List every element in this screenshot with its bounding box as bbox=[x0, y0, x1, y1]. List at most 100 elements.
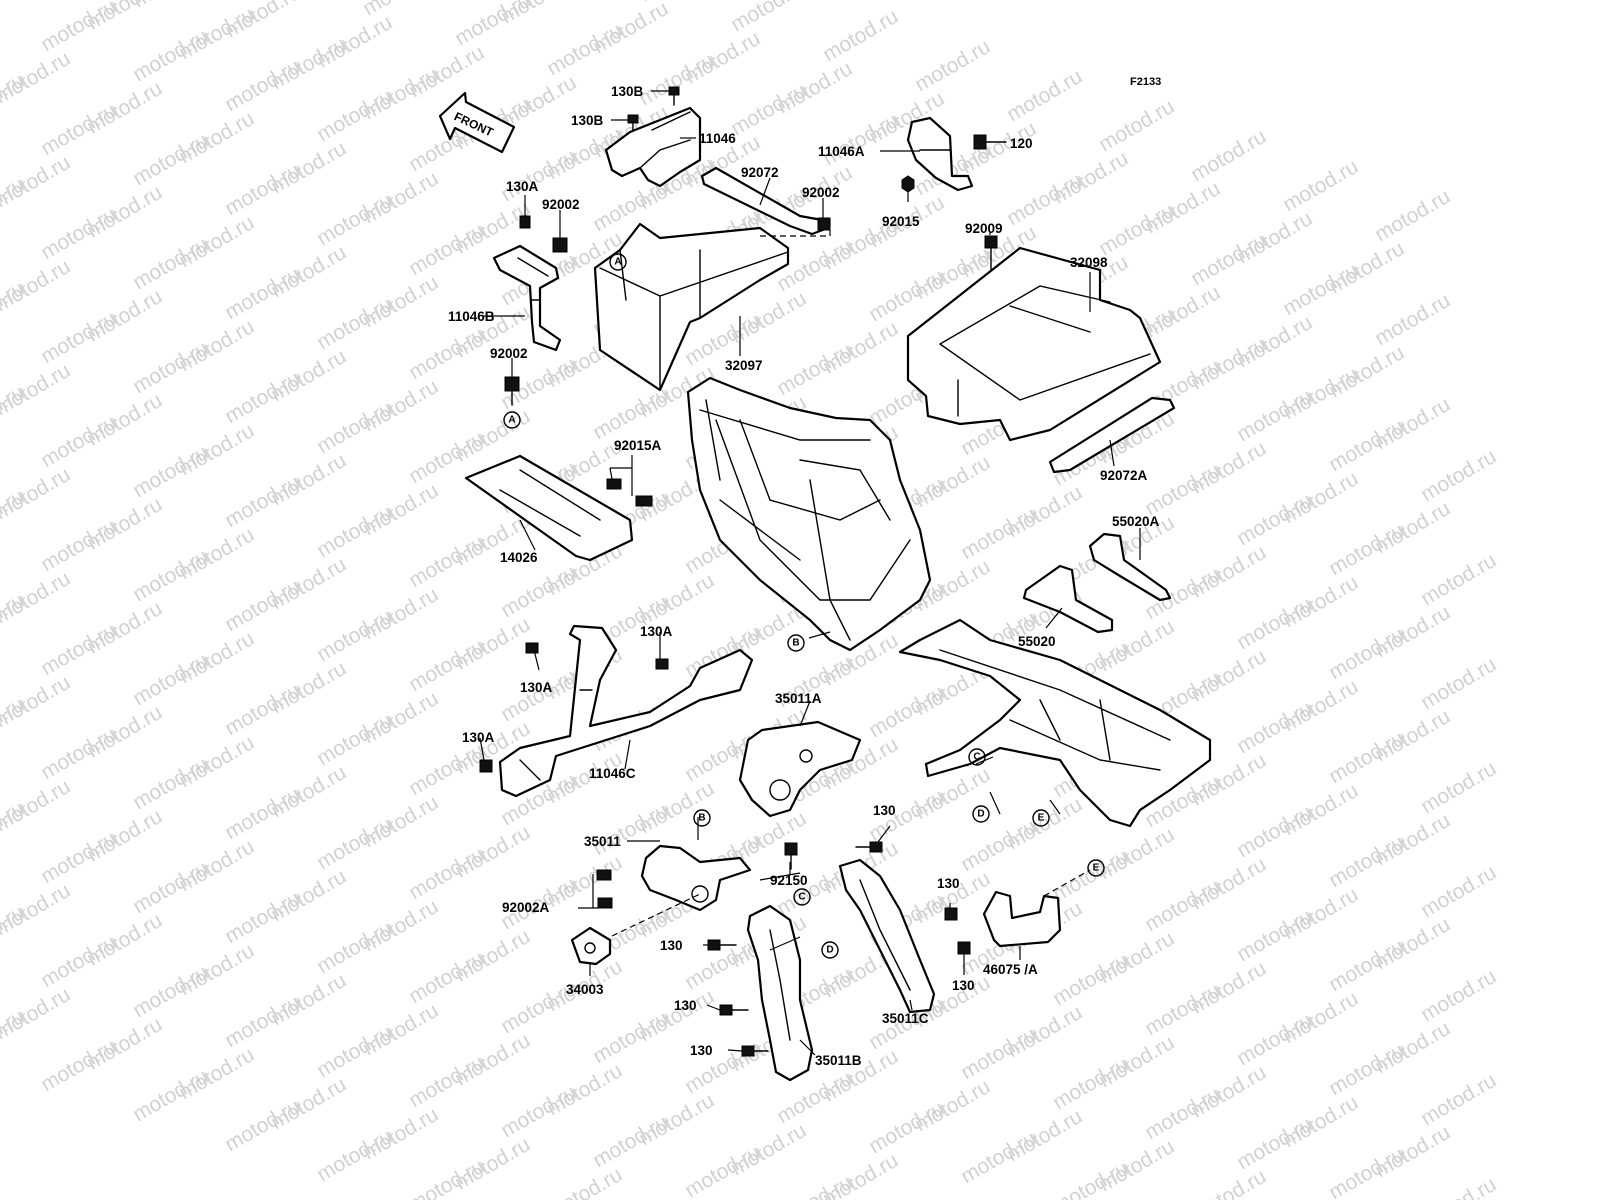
part-label: 34003 bbox=[566, 982, 604, 997]
part-label: 130 bbox=[674, 998, 697, 1013]
part-label: 130 bbox=[690, 1043, 713, 1058]
watermark-text: motod.ru bbox=[0, 0, 74, 4]
ref-circle-a: A bbox=[503, 411, 521, 429]
part-label: 130A bbox=[520, 680, 553, 695]
watermark-text: motod.ru bbox=[1417, 1173, 1500, 1200]
part-label: 55020A bbox=[1112, 514, 1160, 529]
part-label: 120 bbox=[1010, 136, 1033, 151]
part-label: 130A bbox=[640, 624, 673, 639]
watermark-text: motod.ru bbox=[773, 1171, 856, 1200]
bolt-icon bbox=[973, 134, 1007, 150]
watermark-text: motod.ru bbox=[1371, 185, 1454, 246]
part-label: 92150 bbox=[770, 873, 808, 888]
bolt-icon bbox=[627, 114, 639, 134]
part-label: 92002A bbox=[502, 900, 550, 915]
damper-icon bbox=[635, 495, 653, 507]
bolt-icon bbox=[596, 869, 612, 881]
handle-46075A-icon bbox=[982, 890, 1062, 948]
watermark-text: motod.ru bbox=[543, 1163, 626, 1200]
ref-circle-b: B bbox=[787, 634, 805, 652]
part-label: 35011A bbox=[775, 691, 822, 706]
ref-circle-d: D bbox=[821, 941, 839, 959]
part-label: 130 bbox=[660, 938, 683, 953]
watermark-text: motod.ru bbox=[405, 1155, 488, 1200]
part-label: 92002 bbox=[490, 346, 528, 361]
bracket-11046A-icon bbox=[906, 116, 974, 192]
svg-text:B: B bbox=[698, 813, 705, 824]
holder-35011B-icon bbox=[746, 904, 814, 1082]
part-label: 130 bbox=[873, 803, 896, 818]
part-label: 55020 bbox=[1018, 634, 1056, 649]
bracket-55020-icon bbox=[1022, 564, 1114, 634]
svg-text:E: E bbox=[1038, 813, 1045, 824]
watermark-text: motod.ru bbox=[1417, 1069, 1500, 1130]
bracket-35011-icon bbox=[640, 844, 752, 912]
part-label: 92015A bbox=[614, 438, 662, 453]
watermark-text: motod.ru bbox=[1371, 289, 1454, 350]
ref-circle-a: A bbox=[609, 253, 627, 271]
watermark-text: motod.ru bbox=[1417, 445, 1500, 506]
strap-92072A-icon bbox=[1048, 396, 1176, 474]
reference-markers: A A B B C C D D E E bbox=[503, 253, 1105, 959]
damper-icon bbox=[606, 478, 622, 490]
figure-code: F2133 bbox=[1130, 76, 1161, 88]
watermark-text: motod.ru bbox=[1279, 155, 1362, 216]
bolt-icon bbox=[519, 215, 531, 229]
part-label: 32097 bbox=[725, 358, 763, 373]
ref-circle-c: C bbox=[793, 888, 811, 906]
watermark-text: motod.ru bbox=[1095, 95, 1178, 156]
part-label: 35011B bbox=[815, 1053, 862, 1068]
part-label: 130B bbox=[611, 84, 644, 99]
bolt-icon bbox=[855, 841, 883, 853]
part-label: 92002 bbox=[802, 185, 840, 200]
bolt-icon bbox=[655, 658, 669, 670]
watermark-text: motod.ru bbox=[0, 0, 28, 26]
bolt-icon bbox=[597, 897, 613, 909]
svg-text:A: A bbox=[508, 415, 515, 426]
watermark-text: motod.ru bbox=[1417, 757, 1500, 818]
watermark-text: motod.ru bbox=[359, 0, 442, 20]
bracket-34003-icon bbox=[570, 926, 612, 966]
watermark-text: motod.ru bbox=[1417, 653, 1500, 714]
part-label: 130 bbox=[952, 978, 975, 993]
part-label: 46075 /A bbox=[983, 962, 1038, 977]
part-label: 92002 bbox=[542, 197, 580, 212]
part-label: 130B bbox=[571, 113, 604, 128]
bolt-icon bbox=[817, 217, 831, 231]
watermark-text: motod.ru bbox=[451, 0, 534, 50]
part-labels: 130B 130B 11046 92072 130A 92002 92002 1… bbox=[448, 84, 1160, 1068]
rear-subframe-icon bbox=[898, 618, 1212, 828]
svg-text:A: A bbox=[614, 257, 621, 268]
bracket-11046B-icon bbox=[492, 244, 562, 352]
part-label: 92009 bbox=[965, 221, 1003, 236]
part-label: 92072 bbox=[741, 165, 779, 180]
ref-circle-b: B bbox=[693, 809, 711, 827]
part-label: 92015 bbox=[882, 214, 920, 229]
part-label: 130A bbox=[462, 730, 495, 745]
part-label: 11046A bbox=[818, 144, 865, 159]
watermark-text: motod.ru bbox=[1187, 1165, 1270, 1200]
svg-text:D: D bbox=[826, 945, 833, 956]
nut-icon bbox=[901, 175, 915, 193]
main-frame-icon bbox=[686, 376, 932, 652]
plate-14026-icon bbox=[464, 454, 634, 562]
cover-11046-icon bbox=[604, 106, 702, 188]
watermark-text: motod.ru bbox=[1049, 1157, 1132, 1200]
bolt-icon bbox=[552, 237, 568, 253]
svg-text:C: C bbox=[798, 892, 805, 903]
bracket-55020A-icon bbox=[1088, 532, 1172, 602]
watermark-text: motod.ru bbox=[1003, 65, 1086, 126]
watermark-text: motod.ru bbox=[1417, 549, 1500, 610]
bolt-icon bbox=[741, 1045, 769, 1057]
bolt-icon bbox=[668, 86, 680, 106]
svg-text:E: E bbox=[1093, 863, 1100, 874]
svg-text:C: C bbox=[973, 752, 980, 763]
part-label: 35011C bbox=[882, 1011, 929, 1026]
bolt-icon bbox=[944, 907, 958, 921]
ref-circle-c: C bbox=[968, 748, 986, 766]
part-label: 11046B bbox=[448, 309, 495, 324]
bolt-icon bbox=[719, 1004, 749, 1016]
ref-circle-e: E bbox=[1087, 859, 1105, 877]
